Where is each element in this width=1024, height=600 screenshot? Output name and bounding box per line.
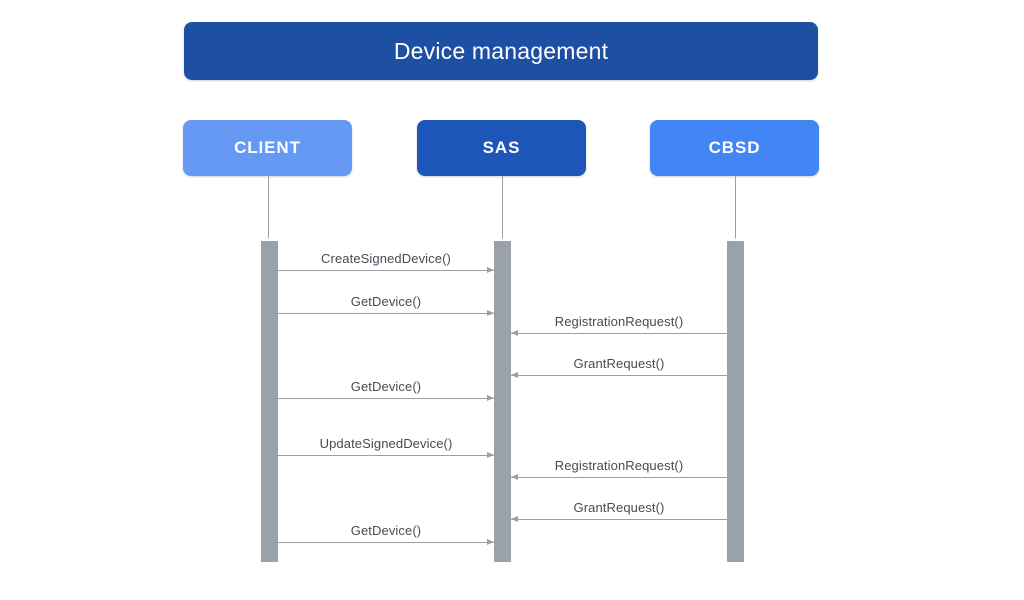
arrowhead-right-icon	[487, 310, 494, 316]
lifeline-cbsd	[735, 176, 736, 242]
message-arrow[interactable]: CreateSignedDevice()	[278, 251, 494, 273]
message-label: GrantRequest()	[573, 500, 665, 515]
arrowhead-left-icon	[511, 372, 518, 378]
diagram-title-banner: Device management	[184, 22, 818, 80]
participant-label-client: CLIENT	[234, 138, 301, 157]
message-label: GetDevice()	[350, 294, 422, 309]
message-arrow[interactable]: RegistrationRequest()	[511, 458, 727, 480]
message-arrow[interactable]: GetDevice()	[278, 379, 494, 401]
participant-header-cbsd[interactable]: CBSD	[650, 120, 819, 176]
message-label: GrantRequest()	[573, 356, 665, 371]
message-line	[278, 313, 494, 314]
message-label: CreateSignedDevice()	[321, 251, 451, 266]
activation-bar-sas	[494, 241, 511, 562]
message-arrow[interactable]: GrantRequest()	[511, 500, 727, 522]
page-title: Device management	[393, 37, 609, 64]
activation-bar-client	[261, 241, 278, 562]
arrowhead-right-icon	[487, 395, 494, 401]
message-line	[511, 333, 727, 334]
message-line	[278, 270, 494, 271]
message-arrow[interactable]: GrantRequest()	[511, 356, 727, 378]
lifeline-client	[268, 176, 269, 242]
message-arrow[interactable]: GetDevice()	[278, 523, 494, 545]
participant-header-sas[interactable]: SAS	[417, 120, 586, 176]
arrowhead-right-icon	[487, 539, 494, 545]
message-label: RegistrationRequest()	[554, 314, 684, 329]
message-arrow[interactable]: UpdateSignedDevice()	[278, 436, 494, 458]
arrowhead-right-icon	[487, 452, 494, 458]
participant-label-sas: SAS	[482, 138, 521, 157]
message-line	[278, 542, 494, 543]
message-arrow[interactable]: RegistrationRequest()	[511, 314, 727, 336]
lifeline-sas	[502, 176, 503, 242]
arrowhead-left-icon	[511, 330, 518, 336]
message-line	[511, 375, 727, 376]
message-line	[278, 398, 494, 399]
message-line	[278, 455, 494, 456]
message-label: RegistrationRequest()	[554, 458, 684, 473]
message-line	[511, 519, 727, 520]
activation-bar-cbsd	[727, 241, 744, 562]
message-arrow[interactable]: GetDevice()	[278, 294, 494, 316]
arrowhead-left-icon	[511, 474, 518, 480]
arrowhead-left-icon	[511, 516, 518, 522]
participant-header-client[interactable]: CLIENT	[183, 120, 352, 176]
message-label: GetDevice()	[350, 379, 422, 394]
message-label: GetDevice()	[350, 523, 422, 538]
participant-label-cbsd: CBSD	[708, 138, 761, 157]
arrowhead-right-icon	[487, 267, 494, 273]
message-label: UpdateSignedDevice()	[319, 436, 453, 451]
message-line	[511, 477, 727, 478]
